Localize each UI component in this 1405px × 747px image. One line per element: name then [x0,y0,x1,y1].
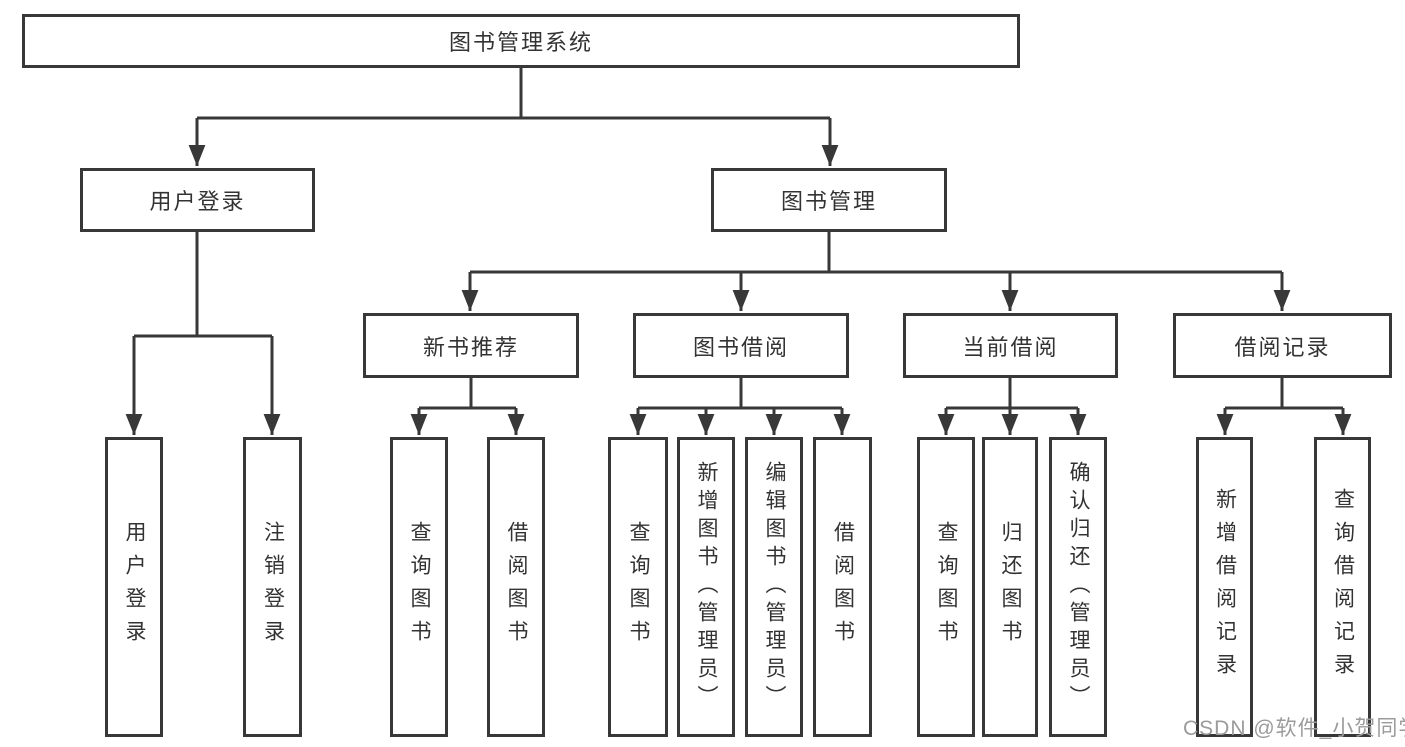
node-borrow-books-recommend: 借阅图书 [487,437,545,737]
node-user-login-module: 用户登录 [80,168,315,232]
csdn-watermark: CSDN @软件_小贺同学 [1183,717,1405,740]
node-label: 借阅图书 [505,521,528,653]
node-user-login-leaf: 用户登录 [105,437,163,737]
node-root-system: 图书管理系统 [22,14,1020,68]
node-borrow-books-leaf: 借阅图书 [813,437,872,737]
node-label: 查询图书 [935,521,958,653]
node-label: 借阅图书 [831,521,855,653]
node-confirm-return-admin: 确认归还（管理员） [1049,437,1107,737]
node-add-books-admin: 新增图书（管理员） [677,437,735,737]
node-logout-leaf: 注销登录 [243,437,302,737]
node-label: 用户登录 [123,521,146,653]
node-edit-books-admin: 编辑图书（管理员） [745,437,803,737]
node-add-borrow-record: 新增借阅记录 [1196,437,1253,737]
node-label: 归还图书 [999,521,1022,653]
node-query-books-recommend: 查询图书 [390,437,448,737]
node-label: 查询图书 [627,521,650,653]
node-label: 查询图书 [408,521,431,653]
node-label: 查询借阅记录 [1331,488,1355,686]
node-current-borrowing: 当前借阅 [903,313,1118,378]
node-label: 确认归还（管理员） [1067,461,1090,713]
node-query-books-current: 查询图书 [917,437,975,737]
node-book-management-module: 图书管理 [711,168,947,232]
node-return-books: 归还图书 [982,437,1038,737]
node-label: 注销登录 [261,521,285,653]
node-new-book-recommend: 新书推荐 [363,313,579,378]
node-book-borrowing: 图书借阅 [633,313,849,378]
node-label: 编辑图书（管理员） [763,461,786,713]
node-label: 新增图书（管理员） [695,461,718,713]
node-query-books-borrowing: 查询图书 [608,437,668,737]
node-borrow-records: 借阅记录 [1173,313,1392,378]
node-label: 新增借阅记录 [1213,488,1237,686]
node-query-borrow-record: 查询借阅记录 [1314,437,1371,737]
